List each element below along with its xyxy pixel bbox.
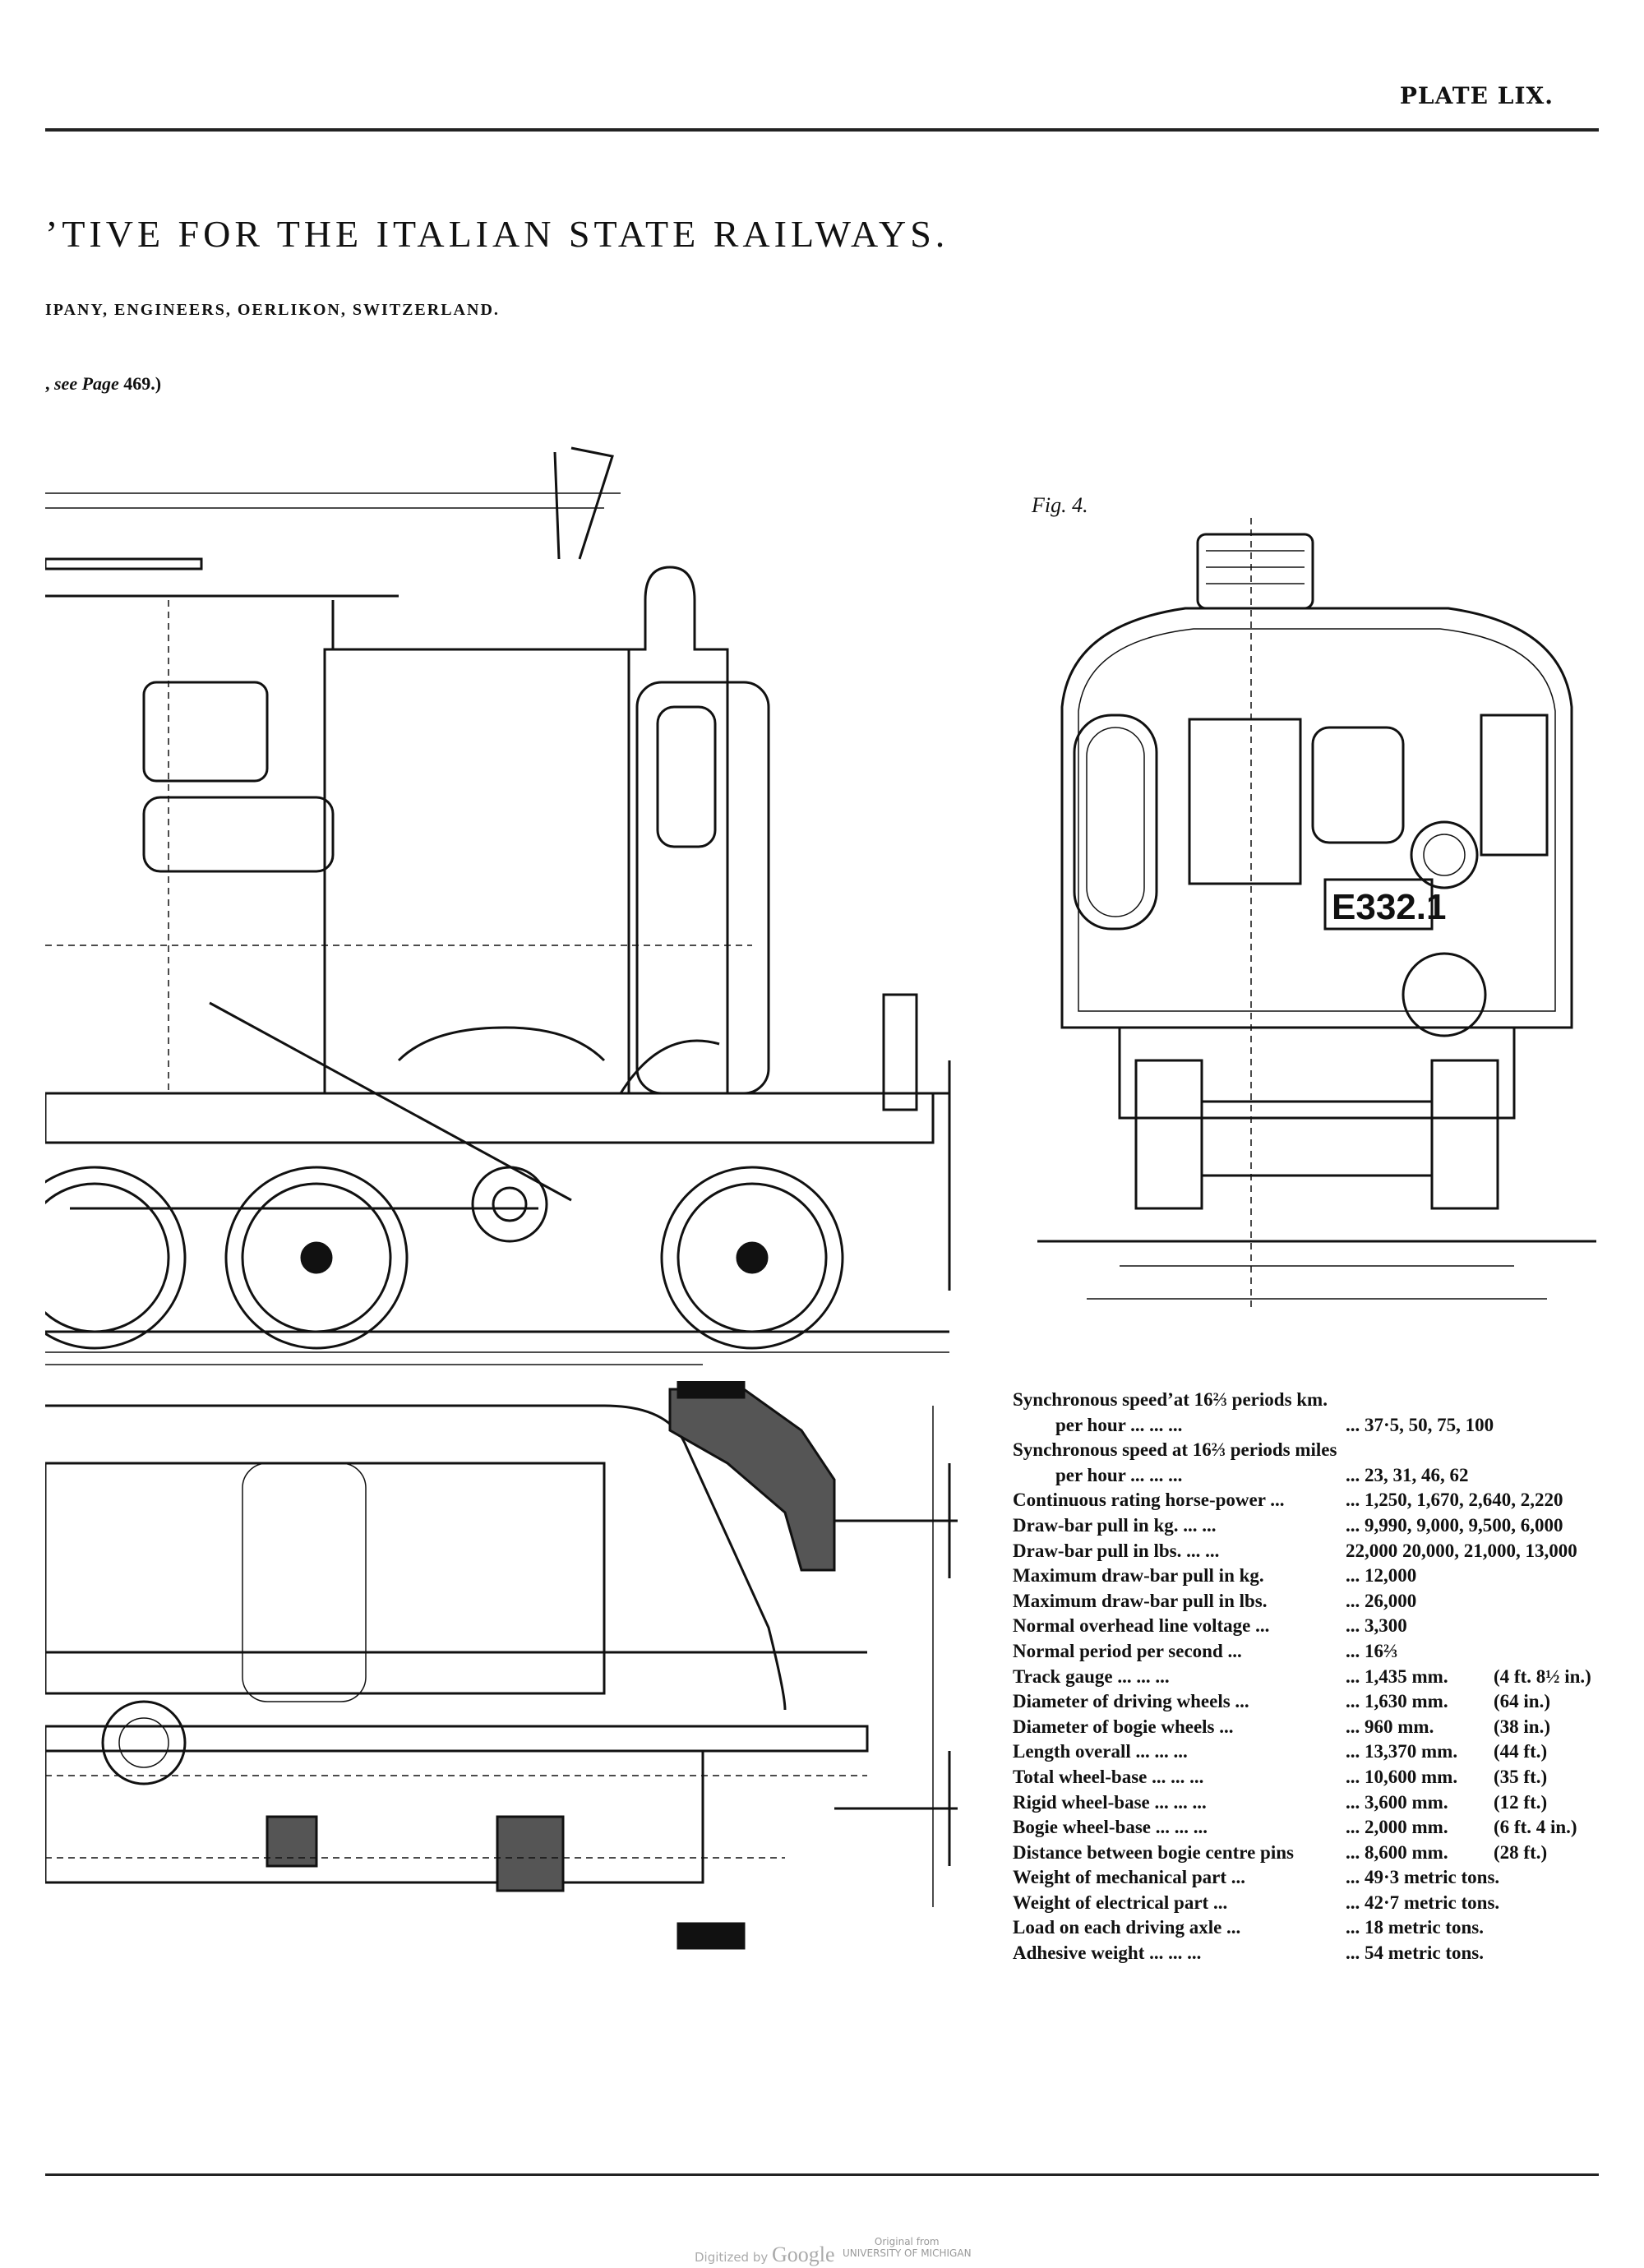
spec-value: ... 3,300 — [1346, 1615, 1407, 1637]
side-elevation-drawing — [45, 446, 951, 1365]
spec-value: ... 42·7 metric tons. — [1346, 1892, 1500, 1913]
google-logo-text: Google — [772, 2243, 835, 2266]
spec-imperial-value: (4 ft. 8½ in.) — [1494, 1665, 1591, 1687]
spec-label: Rigid wheel-base ... ... ... — [1013, 1791, 1207, 1813]
page-ref-label: see Page — [54, 373, 119, 394]
page-ref-prefix: , — [45, 373, 54, 394]
spec-value: ... 9,990, 9,000, 9,500, 6,000 — [1346, 1514, 1563, 1536]
figure-4-label: Fig. 4. — [1032, 493, 1088, 517]
spec-imperial-value: (28 ft.) — [1494, 1841, 1548, 1863]
spec-label: Track gauge ... ... ... — [1013, 1665, 1170, 1687]
spec-label: per hour ... ... ... — [1055, 1464, 1183, 1485]
spec-value: ... 49·3 metric tons. — [1346, 1867, 1500, 1888]
digitized-by-credit: Digitized by Google — [695, 2243, 835, 2267]
spec-label: Load on each driving axle ... — [1013, 1917, 1241, 1938]
spec-label: Synchronous speed’at 16⅔ periods km. — [1013, 1389, 1328, 1410]
spec-label: Continuous rating horse-power ... — [1013, 1490, 1285, 1511]
spec-label: Weight of electrical part ... — [1013, 1892, 1228, 1913]
spec-label: per hour ... ... ... — [1055, 1414, 1183, 1435]
spec-value: ... 18 metric tons. — [1346, 1917, 1484, 1938]
spec-label: Total wheel-base ... ... ... — [1013, 1766, 1204, 1787]
spec-value: ... 8,600 mm. — [1346, 1841, 1448, 1863]
spec-value: ... 10,600 mm. — [1346, 1766, 1458, 1787]
spec-imperial-value: (38 in.) — [1494, 1716, 1550, 1737]
end-view-drawing: E332.1 — [1037, 518, 1596, 1307]
bottom-rule — [45, 2173, 1599, 2176]
spec-label: Synchronous speed at 16⅔ periods miles — [1013, 1439, 1337, 1461]
page-ref-number: 469.) — [123, 373, 162, 394]
spec-label: Weight of mechanical part ... — [1013, 1867, 1245, 1888]
spec-label: Bogie wheel-base ... ... ... — [1013, 1817, 1208, 1838]
spec-value: 22,000 20,000, 21,000, 13,000 — [1346, 1540, 1577, 1561]
spec-label: Draw-bar pull in kg. ... ... — [1013, 1514, 1217, 1536]
number-plate — [1323, 878, 1434, 931]
spec-label: Maximum draw-bar pull in lbs. — [1013, 1590, 1268, 1611]
spec-value: ... 3,600 mm. — [1346, 1791, 1448, 1813]
spec-imperial-value: (12 ft.) — [1494, 1791, 1548, 1813]
spec-label: Diameter of driving wheels ... — [1013, 1691, 1249, 1712]
spec-imperial-value: (6 ft. 4 in.) — [1494, 1817, 1577, 1838]
spec-value: ... 1,250, 1,670, 2,640, 2,220 — [1346, 1490, 1563, 1511]
spec-label: Maximum draw-bar pull in kg. — [1013, 1565, 1264, 1587]
spec-label: Length overall ... ... ... — [1013, 1741, 1188, 1762]
page-title: ’TIVE FOR THE ITALIAN STATE RAILWAYS. — [45, 213, 949, 255]
spec-imperial-value: (64 in.) — [1494, 1691, 1550, 1712]
spec-value: ... 23, 31, 46, 62 — [1346, 1464, 1469, 1485]
spec-value: ... 2,000 mm. — [1346, 1817, 1448, 1838]
plate-number: PLATE LIX. — [1399, 82, 1554, 109]
spec-value: ... 54 metric tons. — [1346, 1942, 1484, 1964]
spec-value: ... 26,000 — [1346, 1590, 1417, 1611]
spec-label: Draw-bar pull in lbs. ... ... — [1013, 1540, 1220, 1561]
spec-value: ... 960 mm. — [1346, 1716, 1434, 1737]
original-from-label: Original from — [874, 2236, 940, 2247]
top-rule — [45, 128, 1599, 132]
spec-label: Adhesive weight ... ... ... — [1013, 1942, 1202, 1964]
spec-label: Normal overhead line voltage ... — [1013, 1615, 1270, 1637]
spec-value: ... 13,370 mm. — [1346, 1741, 1458, 1762]
spec-imperial-value: (44 ft.) — [1494, 1741, 1548, 1762]
page-reference: , see Page 469.) — [45, 373, 161, 395]
spec-value: ... 1,435 mm. — [1346, 1665, 1448, 1687]
subtitle: IPANY, ENGINEERS, OERLIKON, SWITZERLAND. — [45, 301, 500, 319]
spec-label: Diameter of bogie wheels ... — [1013, 1716, 1234, 1737]
spec-value: ... 12,000 — [1346, 1565, 1417, 1587]
spec-value: ... 37·5, 50, 75, 100 — [1346, 1414, 1494, 1435]
locomotive-number: E332.1 — [1332, 887, 1446, 927]
spec-value: ... 16⅔ — [1346, 1640, 1398, 1661]
university-name: UNIVERSITY OF MICHIGAN — [843, 2247, 972, 2259]
digitized-label: Digitized by — [695, 2250, 769, 2265]
plan-view-drawing — [45, 1381, 958, 1950]
spec-label: Distance between bogie centre pins — [1013, 1841, 1294, 1863]
spec-imperial-value: (35 ft.) — [1494, 1766, 1548, 1787]
spec-label: Normal period per second ... — [1013, 1640, 1242, 1661]
spec-value: ... 1,630 mm. — [1346, 1691, 1448, 1712]
